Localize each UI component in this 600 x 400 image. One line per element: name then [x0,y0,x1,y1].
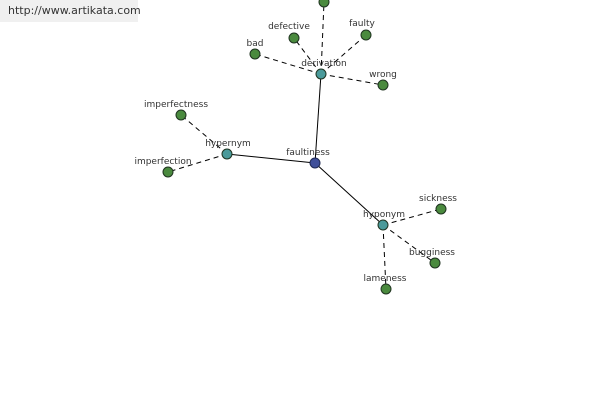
node-bugginess[interactable] [429,257,441,269]
edge-hyponym-bugginess [382,224,436,264]
label-bad: bad [247,39,264,49]
edge-faultiness-hypernym [226,153,316,164]
edge-derivation-defective [293,37,322,75]
edge-faultiness-hyponym [314,162,384,226]
node-bad[interactable] [249,48,261,60]
edge-hypernym-imperfection [167,153,228,173]
label-wrong: wrong [369,70,397,80]
node-wrong[interactable] [377,79,389,91]
label-bugginess: bugginess [409,248,455,258]
node-imperfection[interactable] [162,166,174,178]
edge-faultiness-derivation [314,73,322,164]
node-lameness[interactable] [380,283,392,295]
label-sickness: sickness [419,194,457,204]
label-imperfectness: imperfectness [144,100,208,110]
edge-derivation-top [320,1,325,75]
edge-derivation-bad [254,53,322,75]
label-defective: defective [268,22,310,32]
edge-hyponym-lameness [382,224,387,290]
label-hyponym: hyponym [363,210,405,220]
node-partial-top[interactable] [318,0,330,8]
label-lameness: lameness [364,274,407,284]
node-defective[interactable] [288,32,300,44]
node-hyponym[interactable] [377,219,389,231]
node-imperfectness[interactable] [175,109,187,121]
label-imperfection: imperfection [134,157,191,167]
label-faulty: faulty [349,19,375,29]
node-faultiness[interactable] [309,157,321,169]
node-derivation[interactable] [315,68,327,80]
edge-hypernym-imperfectness [180,114,228,155]
label-faultiness: faultiness [286,148,330,158]
label-derivation: derivation [301,59,347,69]
node-faulty[interactable] [360,29,372,41]
edge-derivation-faulty [320,34,367,75]
edge-derivation-wrong [320,73,384,86]
node-hypernym[interactable] [221,148,233,160]
edge-hyponym-sickness [382,208,442,226]
source-link[interactable]: http://www.artikata.com [0,0,141,22]
node-sickness[interactable] [435,203,447,215]
label-hypernym: hypernym [205,139,251,149]
